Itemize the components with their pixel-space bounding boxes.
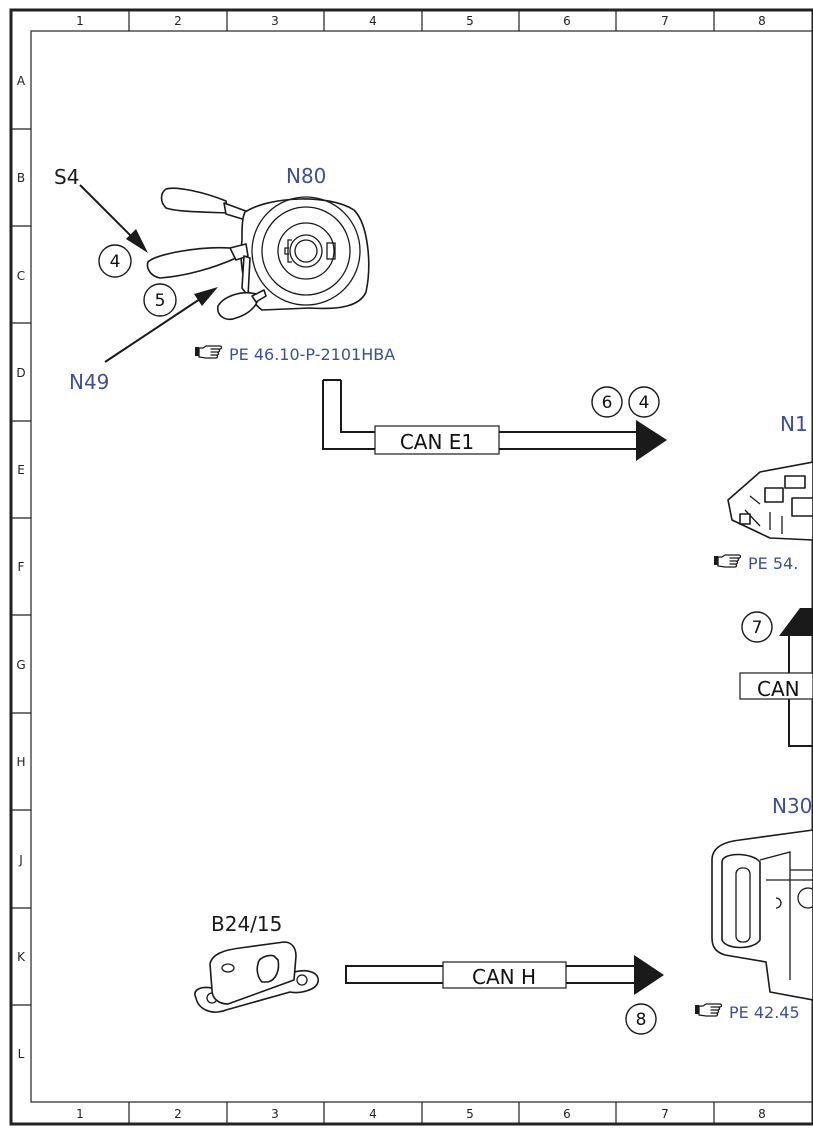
ruler-col-2-bottom: 2 (174, 1107, 182, 1121)
n1-reference[interactable]: PE 54. (713, 554, 798, 573)
n1-module (727, 461, 813, 541)
ruler-row-d: D (16, 366, 25, 380)
ruler-row-a: A (17, 74, 26, 88)
ruler-row-f: F (18, 560, 25, 574)
n30-label: N30 (772, 794, 812, 818)
callout-4-right: 4 (628, 386, 660, 418)
ruler-col-3-bottom: 3 (271, 1107, 279, 1121)
callout-5: 5 (143, 283, 177, 317)
ruler-col-5-top: 5 (466, 14, 474, 28)
can-e1-label-box: CAN E1 (374, 425, 500, 455)
can-e1-bus-line (322, 379, 667, 461)
can-vertical-bus-line (779, 608, 813, 747)
ruler-col-6-bottom: 6 (563, 1107, 571, 1121)
drawing-frame (9, 8, 813, 1126)
ruler-col-2-top: 2 (174, 14, 182, 28)
ruler-col-3-top: 3 (271, 14, 279, 28)
ruler-row-e: E (17, 463, 25, 477)
callout-6: 6 (591, 386, 623, 418)
n80-reference-text: PE 46.10-P-2101HBA (229, 345, 395, 364)
n1-reference-text: PE 54. (748, 554, 798, 573)
ruler-row-h: H (16, 755, 25, 769)
b24-15-label: B24/15 (211, 912, 282, 936)
ruler-row-c: C (17, 269, 25, 283)
ruler-col-5-bottom: 5 (466, 1107, 474, 1121)
ruler-row-j: J (18, 853, 23, 867)
callout-4-right-text: 4 (639, 393, 650, 413)
ruler-row-g: G (16, 658, 25, 672)
pointing-hand-icon (694, 1003, 723, 1017)
ruler-col-7-bottom: 7 (661, 1107, 669, 1121)
n30-module (711, 829, 813, 1001)
b24-15-sensor (194, 941, 319, 1013)
ruler-col-7-top: 7 (661, 14, 669, 28)
can-partial-label-box: CAN (739, 672, 813, 701)
ruler-col-8-bottom: 8 (758, 1107, 766, 1121)
n30-reference-text: PE 42.45 (729, 1003, 800, 1022)
callout-8: 8 (625, 1003, 657, 1035)
n30-reference[interactable]: PE 42.45 (694, 1003, 800, 1022)
callout-7: 7 (741, 611, 773, 643)
ruler-col-1-top: 1 (76, 14, 84, 28)
n80-steering-column-module (146, 187, 370, 321)
ruler-col-4-bottom: 4 (369, 1107, 377, 1121)
s4-leader-arrow (79, 184, 148, 253)
callout-4-left-text: 4 (110, 252, 121, 272)
ruler-col-6-top: 6 (563, 14, 571, 28)
callout-6-text: 6 (602, 393, 613, 413)
n49-label: N49 (69, 370, 109, 394)
s4-label: S4 (54, 165, 79, 189)
pointing-hand-icon (713, 554, 742, 568)
can-h-label: CAN H (472, 965, 536, 989)
can-partial-label: CAN (757, 677, 800, 701)
callout-4-left: 4 (98, 244, 132, 278)
ruler-row-k: K (17, 950, 26, 964)
can-e1-label: CAN E1 (400, 430, 474, 454)
ruler-row-l: L (18, 1047, 25, 1061)
can-h-label-box: CAN H (442, 961, 567, 989)
pointing-hand-icon (194, 345, 223, 359)
ruler-col-4-top: 4 (369, 14, 377, 28)
callout-8-text: 8 (636, 1010, 647, 1030)
ruler-col-8-top: 8 (758, 14, 766, 28)
n1-label: N1 (780, 412, 808, 436)
n80-reference[interactable]: PE 46.10-P-2101HBA (194, 345, 395, 364)
callout-5-text: 5 (155, 291, 166, 311)
ruler-col-1-bottom: 1 (76, 1107, 84, 1121)
n80-label: N80 (286, 164, 326, 188)
n49-leader-arrow (104, 287, 218, 363)
ruler-row-b: B (17, 171, 25, 185)
callout-7-text: 7 (752, 618, 763, 638)
